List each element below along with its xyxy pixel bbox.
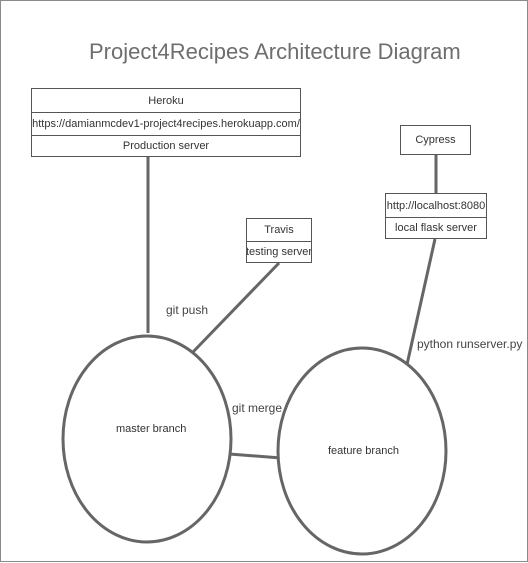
edge-label-git-push: git push	[166, 303, 209, 317]
master-branch-label: master branch	[116, 423, 187, 435]
edge-label-git-merge: git merge	[232, 401, 283, 415]
cypress-name: Cypress	[415, 134, 456, 146]
feature-branch-node	[276, 346, 448, 556]
cypress-box: Cypress	[400, 125, 471, 155]
edge-travis-master	[191, 261, 281, 354]
travis-name: Travis	[264, 224, 294, 236]
heroku-box: Heroku https://damianmcdev1-project4reci…	[31, 88, 301, 157]
edge-label-python-runserver: python runserver.py	[417, 337, 523, 351]
diagram-title: Project4Recipes Architecture Diagram	[89, 39, 461, 64]
heroku-role: Production server	[32, 135, 300, 156]
heroku-url: https://damianmcdev1-project4recipes.her…	[32, 112, 300, 135]
local-server-box: http://localhost:8080 local flask server	[385, 193, 487, 239]
travis-role: testing server	[247, 241, 311, 262]
local-url: http://localhost:8080	[386, 199, 486, 212]
master-branch-node	[61, 334, 233, 544]
heroku-name: Heroku	[148, 94, 184, 107]
travis-box: Travis testing server	[246, 218, 312, 263]
local-role: local flask server	[386, 217, 486, 238]
feature-branch-label: feature branch	[328, 445, 399, 457]
edge-master-feature	[228, 452, 282, 460]
edge-local-feature	[404, 238, 437, 370]
